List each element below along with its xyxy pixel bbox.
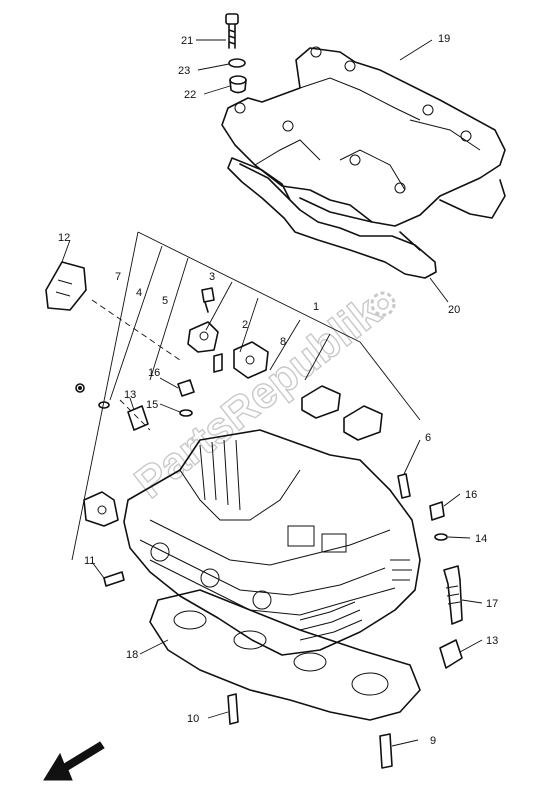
washer-14 <box>434 533 448 541</box>
cap-16-upper <box>177 379 195 397</box>
callout-6: 6 <box>425 432 431 444</box>
cylinder-head <box>123 429 421 656</box>
callout-1: 1 <box>313 301 319 313</box>
bracket-12 <box>45 261 87 311</box>
callout-13-upper: 13 <box>124 389 136 401</box>
callout-21: 21 <box>181 35 193 47</box>
callout-16-upper: 16 <box>148 367 160 379</box>
rocker-arm-6 <box>343 405 383 441</box>
callout-3: 3 <box>209 271 215 283</box>
front-arrow-icon <box>43 741 105 781</box>
callout-5: 5 <box>162 295 168 307</box>
callout-16-lower: 16 <box>465 489 477 501</box>
callout-22: 22 <box>184 89 196 101</box>
plug-cap-13-upper <box>127 405 149 431</box>
plug-7 <box>75 383 85 393</box>
rocker-arm-1 <box>301 385 341 419</box>
cover-bolt <box>225 13 239 49</box>
spark-plug <box>443 565 463 625</box>
rocker-arm-8 <box>233 341 269 379</box>
callout-2: 2 <box>242 319 248 331</box>
callout-8: 8 <box>280 336 286 348</box>
stud-6 <box>397 473 411 499</box>
callout-14: 14 <box>475 533 487 545</box>
cover-washer <box>228 58 246 68</box>
callout-4: 4 <box>136 287 142 299</box>
callout-18: 18 <box>126 649 138 661</box>
callout-9: 9 <box>430 735 436 747</box>
washer-15 <box>179 409 193 417</box>
callout-labels: 21 23 22 19 20 12 7 4 5 3 2 8 1 16 13 15… <box>58 33 498 747</box>
callout-20: 20 <box>448 304 460 316</box>
dowel-2 <box>213 353 223 373</box>
rocker-arm-5 <box>187 321 219 353</box>
stud-10 <box>227 693 239 725</box>
callout-fence <box>71 231 421 561</box>
callout-17: 17 <box>486 598 498 610</box>
callout-19: 19 <box>438 33 450 45</box>
gear-watermark-icon <box>370 291 396 317</box>
washer-4 <box>98 401 110 409</box>
watermark-text: PartsRepublik <box>126 287 390 508</box>
callout-13-lower: 13 <box>486 635 498 647</box>
bolt-3 <box>201 287 215 313</box>
callout-10: 10 <box>187 713 199 725</box>
watermark: PartsRepublik <box>125 286 390 508</box>
callout-15: 15 <box>146 399 158 411</box>
leader-lines <box>61 39 483 747</box>
callout-11: 11 <box>84 555 95 567</box>
callout-12: 12 <box>58 232 70 244</box>
head-gasket <box>149 589 421 721</box>
plug-cap-13-lower <box>439 639 463 669</box>
rocker-shaft-left <box>83 491 119 527</box>
cylinder-head-cover <box>221 46 506 227</box>
cover-grommet <box>229 75 247 94</box>
locating-pin <box>103 571 125 587</box>
cover-gasket <box>227 157 506 279</box>
callout-7: 7 <box>115 271 121 283</box>
cap-16-lower <box>429 501 445 521</box>
stud-9 <box>379 733 393 769</box>
callout-23: 23 <box>178 65 190 77</box>
